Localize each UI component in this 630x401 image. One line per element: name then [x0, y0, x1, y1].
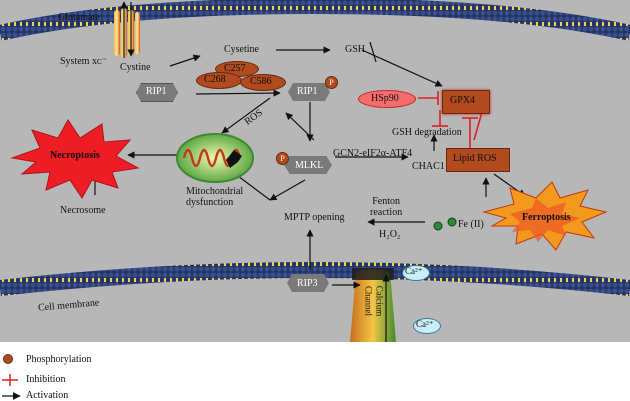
- rip1-left-label: RIP1: [146, 86, 167, 97]
- rip1-center-node: [288, 83, 330, 101]
- cystine-label: Cystine: [120, 62, 151, 73]
- ca-top-bubble: [402, 265, 430, 281]
- legend-activation-label: Activation: [26, 390, 69, 401]
- necroptosis-label: Necroptosis: [50, 150, 100, 161]
- lipid-ros-node: [446, 148, 510, 172]
- ferroptosis-label: Ferroptosis: [522, 212, 571, 223]
- top-membrane: [0, 0, 630, 41]
- bottom-membrane: [0, 261, 630, 296]
- glutamate-label: Glutamate: [58, 12, 100, 23]
- ca-bottom-label: Ca²⁺: [416, 319, 434, 329]
- ferroptosis-burst: [482, 181, 608, 251]
- hsp90-node: [358, 90, 416, 108]
- c586-label: C586: [250, 76, 272, 87]
- cysteine-label: Cysetine: [224, 44, 259, 55]
- rip1-left-node: [136, 83, 178, 102]
- iron-dot: [433, 221, 443, 231]
- c268-label: C268: [204, 74, 226, 85]
- legend-inhibition-label: Inhibition: [26, 374, 66, 385]
- mito-dysfunction-label: Mitochondrial dysfunction: [186, 186, 244, 208]
- gsh-degradation-label: GSH degradation: [392, 127, 462, 138]
- h2o2-label: H₂O₂: [379, 229, 401, 240]
- legend-phosphorylation-label: Phosphorylation: [26, 354, 92, 365]
- gpx4-node: [442, 90, 490, 114]
- phospho-badge-mlkl: P: [276, 152, 289, 165]
- c586-node: [240, 74, 286, 91]
- legend-phospho-dot: [3, 354, 13, 364]
- gpx4-label: GPX4: [450, 95, 476, 106]
- mptp-label: MPTP opening: [284, 212, 345, 223]
- gsh-label: GSH: [345, 44, 366, 55]
- calcium-channel-label: Calcium Channel: [363, 285, 385, 317]
- hsp90-label: HSp90: [371, 93, 399, 104]
- gcn2-label: GCN2-eIF2α-ATF4: [333, 148, 413, 159]
- fenton-label: Fenton reaction: [370, 196, 403, 218]
- ca-top-label: Ca²⁺: [405, 266, 423, 276]
- lipid-ros-label: Lipid ROS: [453, 153, 497, 164]
- fe-label: Fe (II): [458, 219, 484, 230]
- rip3-node: [287, 274, 329, 292]
- mlkl-label: MLKL: [295, 160, 324, 171]
- mitochondrion: [176, 133, 254, 183]
- ca-bottom-bubble: [413, 318, 441, 334]
- rip3-label: RIP3: [297, 278, 318, 289]
- phospho-badge-rip1: P: [325, 76, 338, 89]
- chac1-label: CHAC1: [412, 161, 445, 172]
- mlkl-node: [284, 156, 332, 174]
- necroptosis-burst: [10, 119, 140, 199]
- iron-dot: [447, 217, 457, 227]
- system-xc-label: System xᴄ⁻: [60, 56, 108, 67]
- system-xc-transporter: [114, 8, 140, 58]
- c257-label: C257: [224, 63, 246, 74]
- rip1-center-label: RIP1: [297, 86, 318, 97]
- necrosome-label: Necrosome: [60, 205, 106, 216]
